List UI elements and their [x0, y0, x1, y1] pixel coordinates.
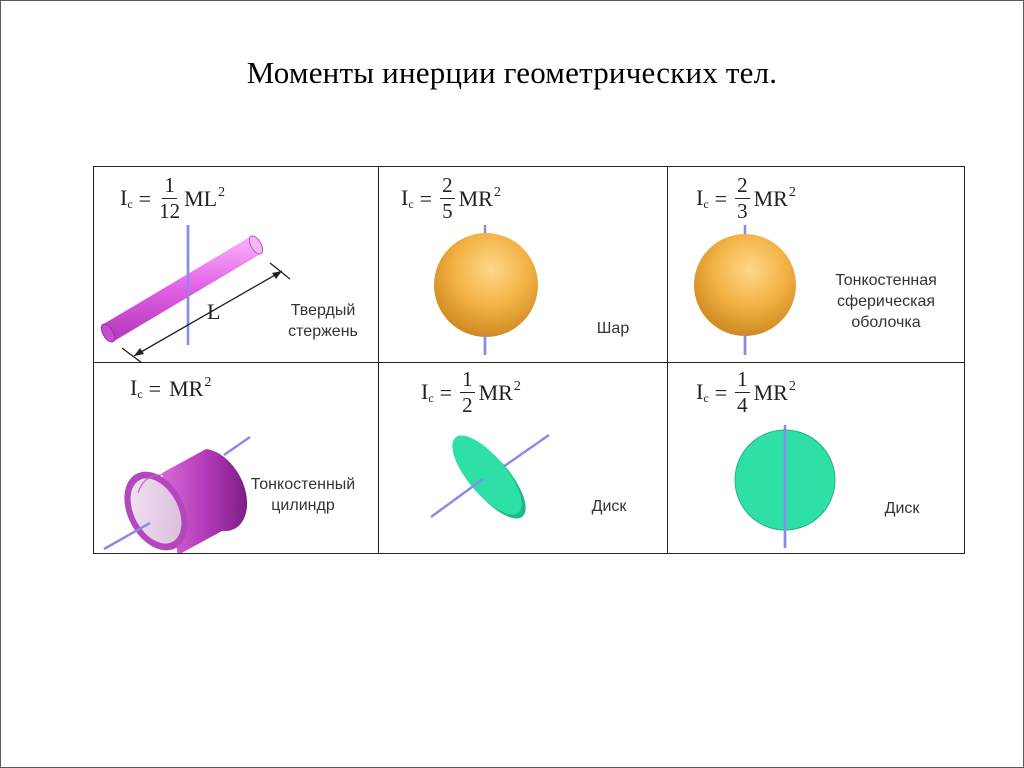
cell-thin-cylinder: Ic = MR2 [94, 363, 379, 553]
fraction: 1 2 [460, 367, 475, 417]
solid-sphere-icon [434, 225, 538, 355]
cell-solid-sphere: Ic = 2 5 MR2 [379, 167, 668, 363]
caption-sphere: Шар [596, 320, 630, 337]
fraction: 1 12 [159, 173, 181, 223]
formula-shell: Ic = 2 3 MR2 [696, 173, 796, 223]
disk-diameter-axis-icon [734, 425, 836, 548]
cell-spherical-shell: Ic = 2 3 MR2 [668, 167, 964, 363]
fraction: 2 5 [440, 173, 455, 223]
solid-rod-icon: L [100, 225, 291, 362]
cell-disk-perpendicular: Ic = 1 2 MR2 Диск [379, 363, 668, 553]
length-label: L [207, 299, 220, 324]
formula-cylinder: Ic = MR2 [130, 375, 212, 401]
thin-cylinder-icon [103, 435, 251, 553]
caption-cylinder: Тонкостенный цилиндр [250, 476, 356, 514]
fraction: 1 4 [735, 367, 750, 417]
disk-edge-axis-icon [430, 433, 550, 519]
fraction: 2 3 [735, 173, 750, 223]
formula-sphere: Ic = 2 5 MR2 [401, 173, 501, 223]
caption-disk-half: Диск [591, 498, 627, 515]
cell-solid-rod: Ic = 1 12 ML2 [94, 167, 379, 363]
caption-rod: Твердый стержень [288, 302, 358, 340]
slide-title: Моменты инерции геометрических тел. [246, 55, 778, 90]
cell-disk-diameter: Ic = 1 4 MR2 Диск [668, 363, 964, 553]
formula-rod: Ic = 1 12 ML2 [120, 173, 226, 223]
moments-table: Ic = 1 12 ML2 [93, 166, 965, 554]
formula-disk-quarter: Ic = 1 4 MR2 [696, 367, 796, 417]
formula-disk-half: Ic = 1 2 MR2 [421, 367, 521, 417]
caption-shell: Тонкостенная сферическая оболочка [835, 272, 937, 331]
spherical-shell-icon [694, 225, 796, 355]
caption-disk-quarter: Диск [884, 500, 920, 517]
